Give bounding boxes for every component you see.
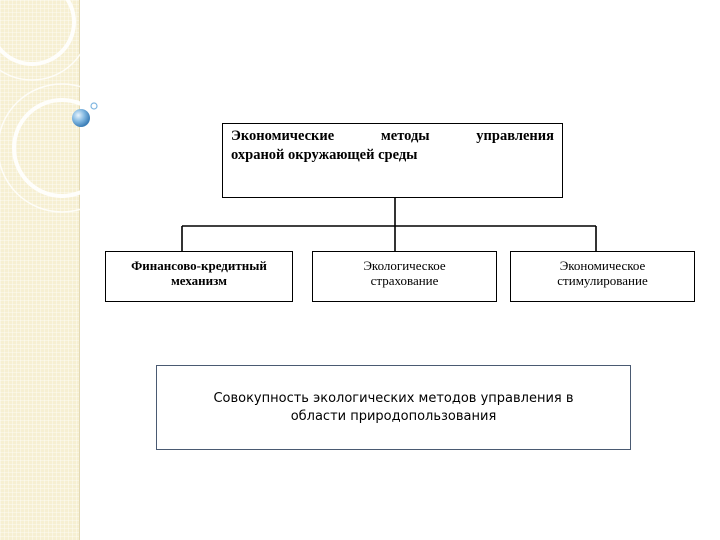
child-node-insurance: Экологическое страхование <box>312 251 497 302</box>
root-word-1: Экономические <box>231 127 334 146</box>
child-node-insurance-line1: Экологическое <box>313 258 496 273</box>
child-node-financial-line1: Финансово-кредитный <box>106 258 292 273</box>
child-node-stimulation-line2: стимулирование <box>511 273 694 288</box>
child-node-financial-line2: механизм <box>106 273 292 288</box>
root-title-line1: Экономические методы управления <box>231 127 554 146</box>
root-word-2: методы <box>381 127 430 146</box>
caption-box: Совокупность экологических методов управ… <box>156 365 631 450</box>
child-node-stimulation-line1: Экономическое <box>511 258 694 273</box>
child-node-stimulation: Экономическое стимулирование <box>510 251 695 302</box>
child-node-financial: Финансово-кредитный механизм <box>105 251 293 302</box>
root-node: Экономические методы управления охраной … <box>222 123 563 198</box>
caption-line1: Совокупность экологических методов управ… <box>213 390 573 408</box>
child-node-insurance-line2: страхование <box>313 273 496 288</box>
caption-line2: области природопользования <box>213 408 573 426</box>
root-title-line2: охраной окружающей среды <box>231 146 554 165</box>
root-word-3: управления <box>476 127 554 146</box>
